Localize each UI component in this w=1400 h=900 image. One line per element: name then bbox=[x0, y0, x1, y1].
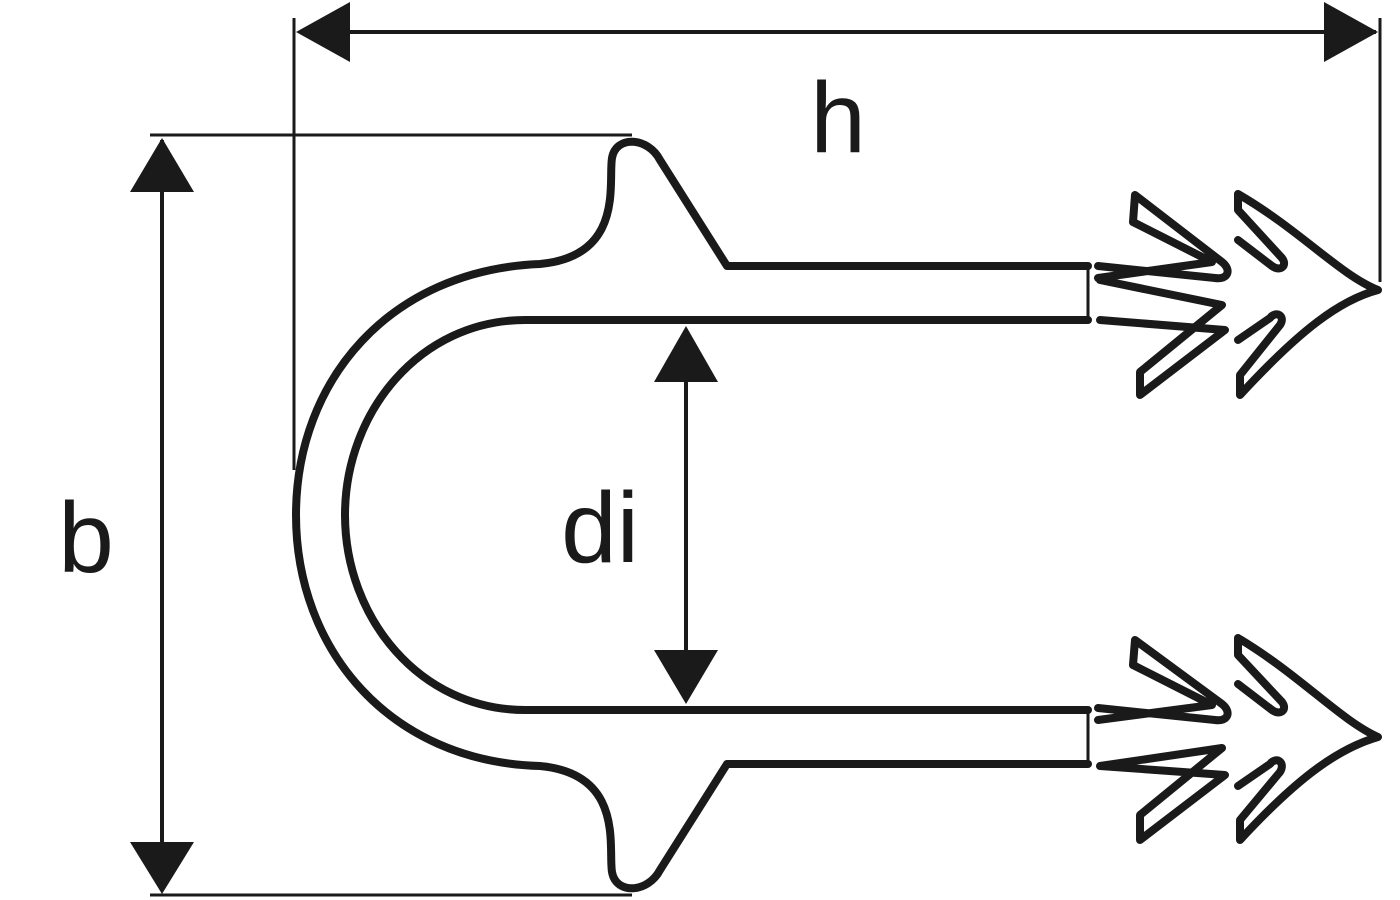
label-h: h bbox=[810, 62, 866, 174]
barb-outline-bottom bbox=[1094, 636, 1232, 725]
arrowhead-h-left bbox=[296, 2, 350, 62]
dimension-h: h bbox=[292, 2, 1382, 470]
dimension-di: di bbox=[561, 326, 718, 704]
barb-tip-top-upper bbox=[1096, 276, 1229, 399]
clip-outer-outline bbox=[292, 137, 1092, 893]
barb-tip-bottom-lower bbox=[1096, 744, 1229, 844]
arrowhead-di-top bbox=[654, 326, 718, 382]
barb-arrow-bottom bbox=[1234, 634, 1382, 844]
dimension-b: b bbox=[58, 133, 632, 897]
clip-body bbox=[292, 137, 1092, 893]
label-b: b bbox=[58, 482, 114, 594]
barb-outline-top bbox=[1094, 191, 1232, 283]
clip-inner-outline bbox=[341, 316, 1092, 714]
barbed-tip-top bbox=[1094, 190, 1382, 399]
arrowhead-di-bottom bbox=[654, 650, 718, 704]
arrowhead-b-top bbox=[130, 138, 194, 192]
arrowhead-h-right bbox=[1324, 2, 1378, 62]
arrowhead-b-bottom bbox=[130, 842, 194, 894]
barbed-tip-bottom bbox=[1094, 634, 1382, 844]
label-di: di bbox=[561, 472, 639, 584]
barb-arrow-top-upper bbox=[1234, 190, 1382, 399]
